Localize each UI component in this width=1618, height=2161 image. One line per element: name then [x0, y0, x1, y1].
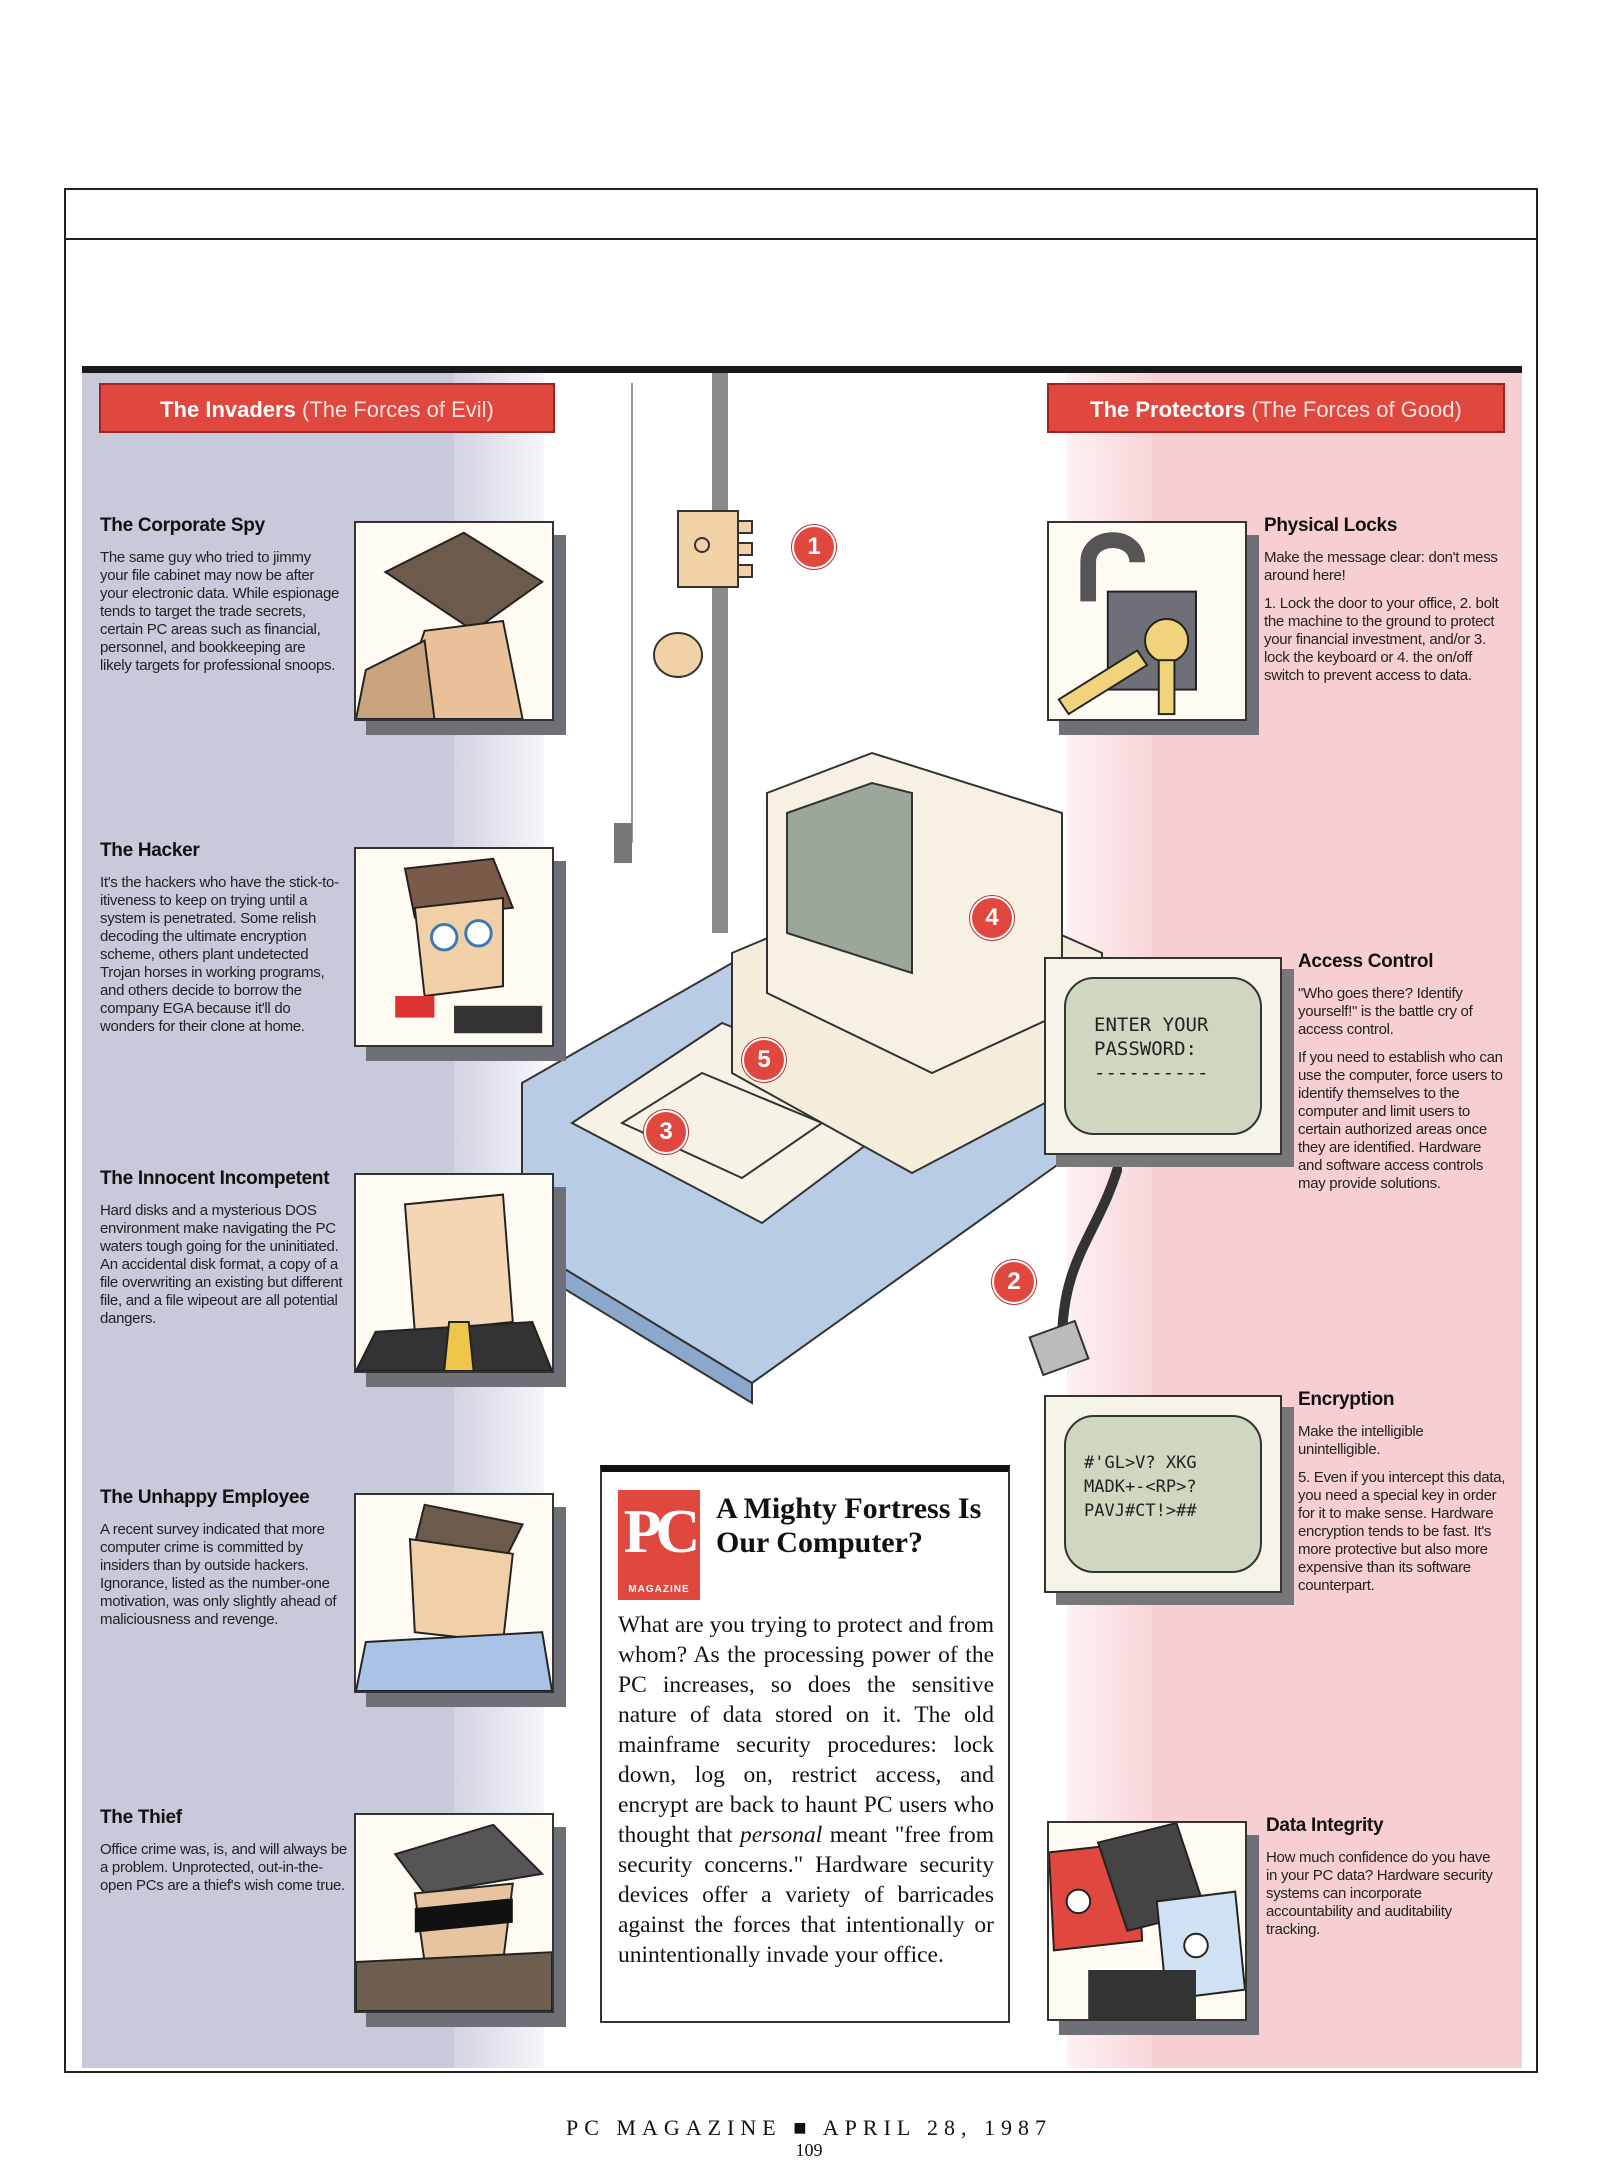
protector-text-block: Make the message clear: don't mess aroun… [1264, 549, 1504, 685]
invader-text: Office crime was, is, and will always be… [100, 1841, 347, 1894]
invader-title: The Unhappy Employee [100, 1487, 310, 1508]
sidebar-text-part-2: meant "free from security concerns." Har… [618, 1822, 994, 1968]
computer-fortress-illustration [521, 373, 1122, 1405]
physical-locks-illustration [1047, 521, 1247, 721]
callout-5: 5 [742, 1038, 786, 1082]
protector-data-integrity: Data Integrity How much confidence do yo… [1266, 1815, 1504, 1939]
encrypted-data-screen: #'GL>V? XKG MADK+-<RP>? PAVJ#CT!>## [1064, 1415, 1262, 1573]
sidebar-text: What are you trying to protect and from … [618, 1610, 994, 1970]
logo-text: PC [623, 1498, 701, 1566]
invaders-banner: The Invaders (The Forces of Evil) [99, 383, 555, 433]
protector-access-control: Access Control "Who goes there? Identify… [1298, 951, 1508, 1203]
callout-1: 1 [792, 525, 836, 569]
infographic-panel: The Invaders (The Forces of Evil) The Pr… [82, 366, 1522, 2068]
password-prompt-screen: ENTER YOUR PASSWORD: ---------- [1064, 977, 1262, 1135]
protector-text-1: Make the message clear: don't mess aroun… [1264, 549, 1498, 584]
footer-magazine-line: PC MAGAZINE ■ APRIL 28, 1987 [565, 2115, 1053, 2140]
protector-encryption: Encryption Make the intelligible unintel… [1298, 1389, 1508, 1605]
protector-title: Access Control [1298, 951, 1434, 972]
invader-text: It's the hackers who have the stick-to-i… [100, 874, 339, 1035]
invaders-banner-subtitle: (The Forces of Evil) [301, 397, 494, 422]
invader-title: The Hacker [100, 840, 200, 861]
invader-thief: The Thief Office crime was, is, and will… [100, 1807, 350, 1895]
corporate-spy-illustration [354, 521, 554, 721]
protector-text-2: 5. Even if you intercept this data, you … [1298, 1469, 1506, 1594]
pc-magazine-logo: PC MAGAZINE [618, 1490, 700, 1600]
protector-text: How much confidence do you have in your … [1266, 1849, 1493, 1938]
sidebar-title: A Mighty Fortress Is Our Computer? [716, 1492, 982, 1559]
innocent-incompetent-illustration [354, 1173, 554, 1373]
protector-text-block: "Who goes there? Identify yourself!" is … [1298, 985, 1508, 1193]
protectors-banner: The Protectors (The Forces of Good) [1047, 383, 1505, 433]
sidebar-text-part-1: What are you trying to protect and from … [618, 1612, 994, 1848]
page-frame [64, 188, 1538, 2073]
data-integrity-illustration [1047, 1821, 1247, 2021]
unhappy-employee-illustration [354, 1493, 554, 1693]
protector-text-2: 1. Lock the door to your office, 2. bolt… [1264, 595, 1499, 684]
invader-hacker: The Hacker It's the hackers who have the… [100, 840, 340, 1036]
footer-page-number: 109 [795, 2140, 823, 2160]
invader-corporate-spy: The Corporate Spy The same guy who tried… [100, 515, 340, 675]
invader-title: The Thief [100, 1807, 182, 1828]
invader-unhappy-employee: The Unhappy Employee A recent survey ind… [100, 1487, 350, 1629]
callout-3: 3 [644, 1110, 688, 1154]
sidebar-text-emphasis: personal [740, 1822, 823, 1848]
invader-innocent-incompetent: The Innocent Incompetent Hard disks and … [100, 1168, 350, 1328]
invader-title: The Corporate Spy [100, 515, 265, 536]
callout-2: 2 [992, 1260, 1036, 1304]
protector-title: Data Integrity [1266, 1815, 1384, 1836]
invader-text: The same guy who tried to jimmy your fil… [100, 549, 340, 674]
protector-text-1: Make the intelligible unintelligible. [1298, 1423, 1424, 1458]
invader-text: A recent survey indicated that more comp… [100, 1521, 337, 1628]
access-control-monitor: ENTER YOUR PASSWORD: ---------- [1044, 957, 1282, 1155]
thief-illustration [354, 1813, 554, 2013]
protector-title: Physical Locks [1264, 515, 1398, 536]
protector-text-block: Make the intelligible unintelligible. 5.… [1298, 1423, 1508, 1595]
protector-text-1: "Who goes there? Identify yourself!" is … [1298, 985, 1473, 1038]
sidebar-box: PC MAGAZINE A Mighty Fortress Is Our Com… [600, 1465, 1010, 2023]
protectors-banner-title: The Protectors [1090, 397, 1246, 422]
protector-text-2: If you need to establish who can use the… [1298, 1049, 1503, 1192]
invader-title: The Innocent Incompetent [100, 1168, 330, 1189]
callout-4: 4 [970, 896, 1014, 940]
hacker-illustration [354, 847, 554, 1047]
logo-subtext: MAGAZINE [628, 1584, 690, 1595]
protectors-banner-subtitle: (The Forces of Good) [1251, 397, 1462, 422]
encryption-monitor: #'GL>V? XKG MADK+-<RP>? PAVJ#CT!>## [1044, 1395, 1282, 1593]
header-rule [64, 238, 1538, 240]
protector-physical-locks: Physical Locks Make the message clear: d… [1264, 515, 1504, 695]
invaders-banner-title: The Invaders [160, 397, 296, 422]
invader-text: Hard disks and a mysterious DOS environm… [100, 1202, 343, 1327]
protector-title: Encryption [1298, 1389, 1395, 1410]
